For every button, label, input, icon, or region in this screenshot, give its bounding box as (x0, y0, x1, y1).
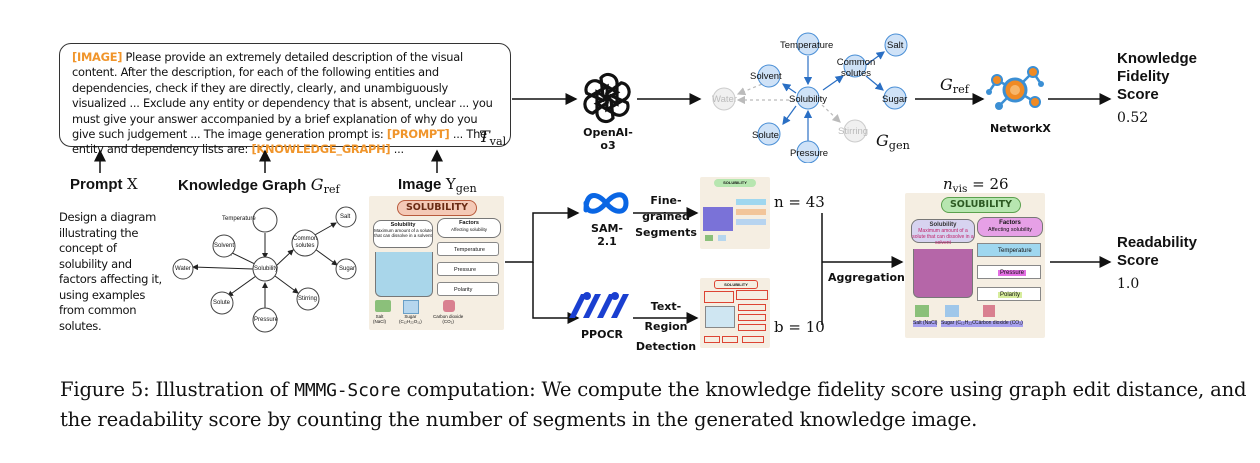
carbon-dioxide-icon (443, 300, 455, 312)
kg-node-solubility: Solubility (254, 266, 279, 272)
prompt-text-1: Please provide an extremely detailed des… (72, 50, 493, 142)
g-ref-arrow-label: Gref (940, 75, 969, 96)
knowledge-fidelity-score-value: 0.52 (1117, 110, 1149, 126)
gen-image-factors: Factors Affecting solubility (437, 218, 501, 238)
kg-node-pressure: Pressure (254, 317, 279, 323)
prompt-input-label: Prompt X (70, 175, 138, 193)
text-region-image: SOLUBILITY (700, 278, 770, 348)
gen-node-stirring: Stirring (838, 126, 869, 137)
agg-beaker (913, 249, 973, 298)
agg-factors: Factors Affecting solubility (977, 217, 1043, 237)
kg-node-solute: Solute (213, 300, 231, 306)
aggregated-image: SOLUBILITY Solubility Maximum amount of … (905, 193, 1045, 338)
gen-image-factor-pressure: Pressure (437, 262, 499, 276)
kg-node-common-solutes: Common solutes (293, 236, 318, 249)
kg-node-solvent: Solvent (214, 243, 235, 249)
knowledge-graph-tag: [KNOWLEDGE_GRAPH] (251, 142, 391, 157)
gen-image-item-co2: Carbon dioxide(CO₂) (433, 314, 464, 324)
agg-salt-icon (915, 305, 929, 317)
prompt-text-2: ... The entity and dependency lists are: (72, 127, 487, 157)
gen-node-temperature: Temperature (780, 40, 834, 51)
kg-node-temperature: Temperature (222, 216, 256, 222)
gen-node-pressure: Pressure (790, 148, 829, 159)
figure-caption: Figure 5: Illustration of MMMG-Score com… (60, 378, 1247, 431)
salt-icon (375, 300, 391, 312)
kg-node-salt: Salt (340, 214, 351, 220)
gen-graph-nodes (712, 32, 908, 163)
gen-node-common-solutes: Common solutes (836, 57, 876, 79)
openai-label: OpenAI-o3 (583, 126, 633, 152)
gen-image-item-salt: Salt(NaCl) (373, 314, 386, 324)
agg-sugar-icon (945, 305, 959, 317)
gen-image-item-sugar: Sugar(C₁₂H₂₂O₁₁) (399, 314, 422, 324)
b-text-regions-value: b = 10 (774, 318, 825, 336)
knowledge-graph-input-label: Knowledge Graph Gref (178, 175, 340, 196)
prompt-text-3: ... (390, 142, 404, 157)
evaluation-prompt-box: [IMAGE] Please provide an extremely deta… (59, 43, 511, 156)
image-tag: [IMAGE] (72, 50, 123, 64)
gen-image-title: SOLUBILITY (397, 200, 477, 216)
gen-image-factor-temperature: Temperature (437, 242, 499, 256)
gen-image-beaker (375, 252, 433, 297)
prompt-tag: [PROMPT] (386, 127, 450, 142)
t-val-label: Tval (479, 127, 507, 148)
agg-item-sugar: Sugar (C₁₂H₂₂O₁₁) (941, 320, 982, 327)
gen-node-solute: Solute (752, 130, 779, 141)
gen-node-sugar: Sugar (882, 94, 908, 105)
sam-label: SAM-2.1 (591, 222, 623, 248)
gen-node-salt: Salt (887, 40, 904, 51)
agg-factor-polarity: Polarity (977, 287, 1041, 301)
kg-node-sugar: Sugar (339, 266, 356, 272)
gen-node-water: Water (712, 94, 737, 105)
kg-node-stirring: Stirring (298, 296, 318, 302)
n-vis-value: nvis = 26 (943, 175, 1009, 195)
segmented-image: SOLUBILITY (700, 177, 770, 249)
agg-solubility-def: Solubility Maximum amount of a solute th… (911, 219, 975, 246)
networkx-logo-icon (986, 66, 1044, 110)
readability-score-value: 1.0 (1117, 276, 1140, 292)
agg-item-co2: Carbon dioxide (CO₂) (975, 320, 1023, 327)
branch-from-image (505, 207, 580, 263)
agg-co2-icon (983, 305, 995, 317)
generated-image: SOLUBILITY Solubility Maximum amount of … (369, 196, 504, 330)
gen-image-factor-polarity: Polarity (437, 282, 499, 296)
agg-item-salt: Salt (NaCl) (913, 320, 938, 327)
meta-logo-icon (583, 192, 629, 214)
image-input-label: Image Ygen (398, 175, 477, 195)
n-segments-value: n = 43 (774, 193, 825, 211)
ppocr-label: PPOCR (580, 328, 624, 341)
g-gen-label: Ggen (876, 131, 910, 152)
gen-graph-edges (782, 51, 885, 146)
kg-node-water: Water (175, 266, 191, 272)
agg-factor-pressure: Pressure (977, 265, 1041, 279)
gen-node-solubility: Solubility (789, 94, 828, 105)
reference-knowledge-graph (172, 206, 357, 333)
gen-graph-missing-edges (736, 81, 841, 123)
gen-image-solubility-def: Solubility Maximum amount of a solute th… (373, 220, 433, 248)
sugar-cube-icon (403, 300, 419, 314)
ppocr-logo-icon (569, 292, 629, 318)
openai-logo-icon (583, 72, 631, 124)
agg-factor-temperature: Temperature (977, 243, 1041, 257)
networkx-label: NetworkX (990, 122, 1051, 135)
aggregation-label: Aggregation (828, 271, 905, 284)
gen-node-solvent: Solvent (750, 71, 782, 82)
prompt-example-text: Design a diagram illustrating the concep… (59, 210, 162, 333)
